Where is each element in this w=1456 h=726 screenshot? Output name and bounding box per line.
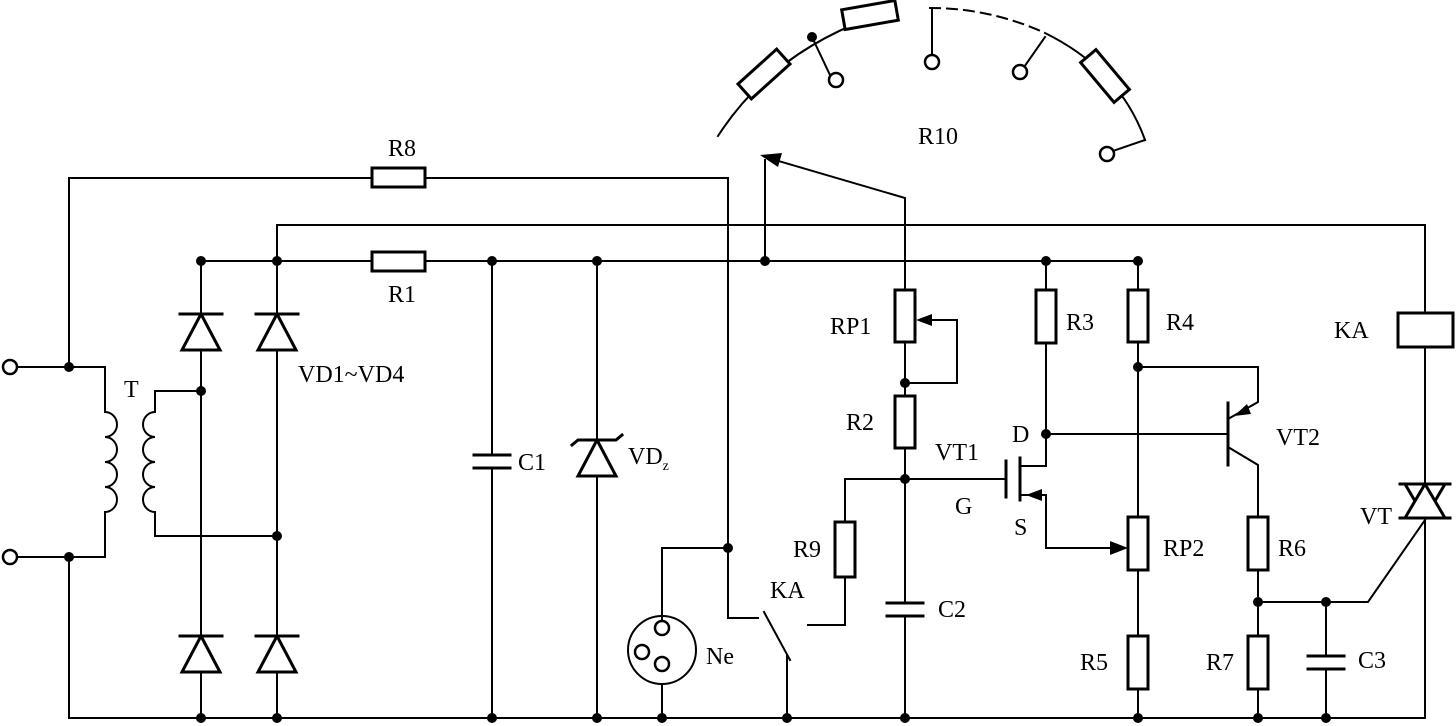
r10-resistor-arc: R10 <box>716 0 1147 163</box>
transistor-vt2: VT2 <box>1137 366 1320 518</box>
label-r10: R10 <box>918 124 958 150</box>
jfet-vt1: VT1 G S D <box>904 422 1128 555</box>
svg-text:VT2: VT2 <box>1276 425 1320 451</box>
svg-text:C3: C3 <box>1358 648 1386 674</box>
resistor-r6 <box>1246 515 1270 572</box>
resistor-r8 <box>370 166 427 189</box>
resistor-r3: R3 <box>1034 256 1227 439</box>
svg-text:R2: R2 <box>846 410 874 436</box>
resistor-r1 <box>370 250 427 273</box>
resistor-r7 <box>1246 634 1270 691</box>
input-and-transformer: T <box>1 358 278 719</box>
svg-text:G: G <box>955 494 972 520</box>
bridge-rectifier: VD1~VD4 <box>178 256 404 723</box>
label-r1: R1 <box>388 282 416 308</box>
capacitor-c1: C1 <box>472 256 546 723</box>
svg-text:RP2: RP2 <box>1163 536 1204 562</box>
svg-text:VT: VT <box>1360 504 1392 530</box>
svg-text:VT1: VT1 <box>935 440 979 466</box>
rp1-r2-c2-column: RP1 R2 C2 <box>830 288 966 723</box>
svg-text:KA: KA <box>1334 318 1369 344</box>
r6-r7-c3: R6 R7 C3 <box>1206 515 1427 723</box>
resistor-r4 <box>1126 288 1150 344</box>
label-ne: Ne <box>706 644 734 670</box>
resistor-r5 <box>1126 634 1150 691</box>
svg-text:R9: R9 <box>793 537 821 563</box>
svg-text:S: S <box>1014 515 1027 541</box>
label-vdz: VDz <box>628 444 669 474</box>
zener-vdz: VDz <box>569 256 669 723</box>
svg-text:RP1: RP1 <box>830 314 871 340</box>
label-ka-contact: KA <box>770 578 805 604</box>
relay-coil-ka <box>1396 311 1455 349</box>
svg-text:D: D <box>1012 422 1029 448</box>
rails <box>68 177 1426 719</box>
label-vd1-vd4: VD1~VD4 <box>298 362 404 388</box>
ka-coil-and-triac: KA VT <box>1334 311 1455 719</box>
svg-text:C2: C2 <box>938 597 966 623</box>
svg-text:R3: R3 <box>1066 310 1094 336</box>
potentiometer-rp2 <box>1126 515 1150 572</box>
svg-text:R5: R5 <box>1080 650 1108 676</box>
label-t: T <box>124 377 139 403</box>
svg-text:R7: R7 <box>1206 650 1234 676</box>
potentiometer-rp1 <box>893 288 917 344</box>
r4-rp2-r5-column: R4 RP2 R5 <box>1080 260 1204 723</box>
svg-text:R4: R4 <box>1166 310 1194 336</box>
label-r8: R8 <box>388 136 416 162</box>
label-c1: C1 <box>518 450 546 476</box>
resistor-r9: R9 <box>793 478 906 579</box>
svg-text:R6: R6 <box>1278 536 1306 562</box>
resistor-r2 <box>893 394 917 450</box>
r10-wiper <box>760 153 906 291</box>
neon-lamp-and-ka-contact: Ne KA <box>627 543 846 723</box>
